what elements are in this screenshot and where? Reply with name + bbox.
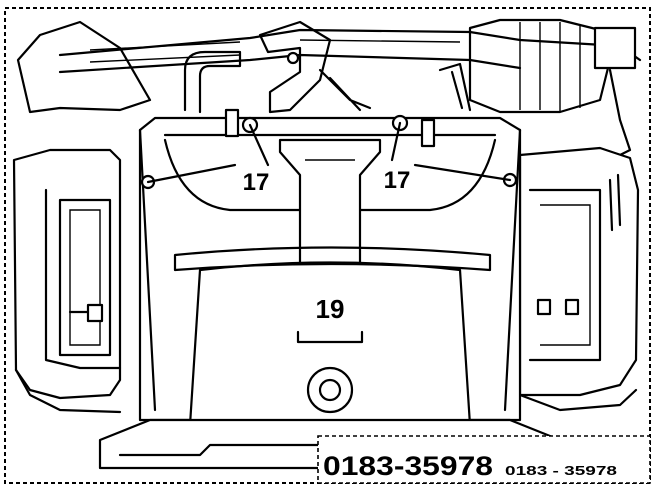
part-number-box [317,435,651,484]
heater-housing [138,116,522,427]
left-side-duct [12,148,122,414]
part-number-small: 0183 - 35978 [505,463,617,478]
fasteners [140,108,518,190]
dashboard-background [16,18,642,162]
callout-19: 19 [316,294,345,324]
right-side-duct [518,146,640,412]
callout-17-left: 17 [243,169,270,196]
part-number-large: 0183-35978 [323,451,493,481]
callout-17-right: 17 [384,167,411,194]
